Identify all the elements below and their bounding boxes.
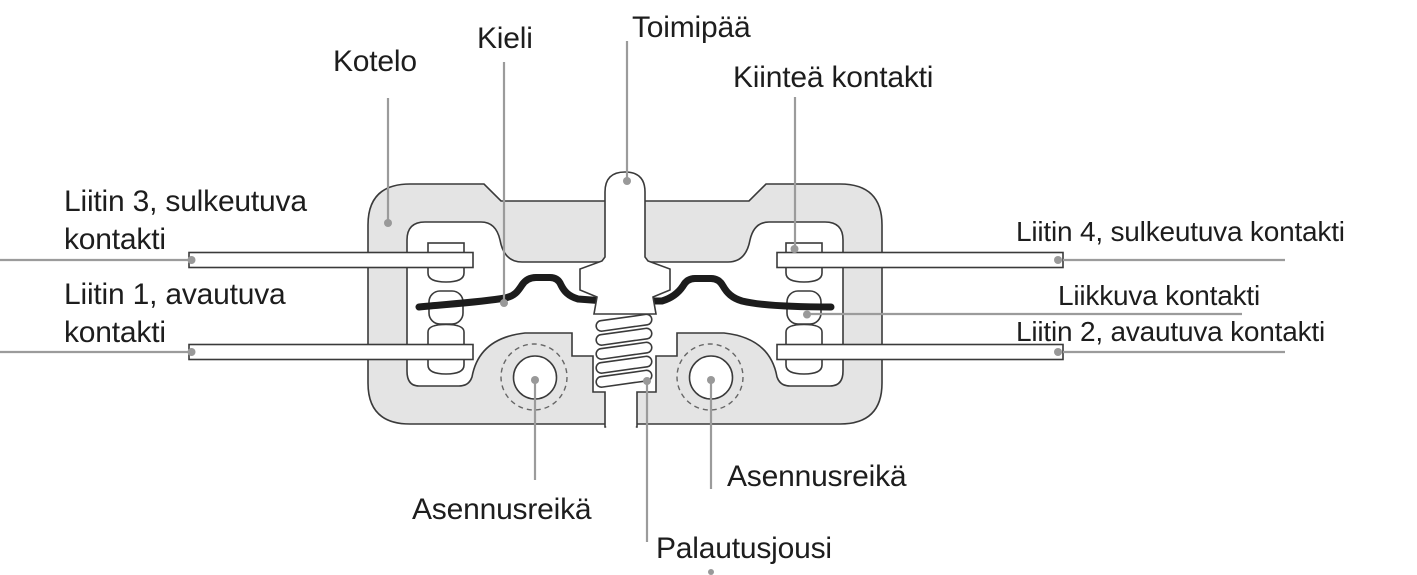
leader-lines [0,41,1285,575]
terminal-strip-1 [188,343,474,361]
leader-dot-kieli [500,299,508,307]
terminal-strip-4 [776,251,1064,269]
leader-dot-liitin3 [187,256,196,264]
contact-flange-upper [427,265,465,283]
return-spring [595,313,653,388]
leader-dot-asennusreika-left [531,376,539,384]
label-liitin3-line1: Liitin 3, sulkeutuva [64,185,307,218]
leader-dot-liitin1 [187,348,196,356]
label-kieli: Kieli [477,22,533,55]
label-palautusjousi: Palautusjousi [656,532,832,565]
leader-dot-liitin4 [1054,256,1062,264]
leader-dot-kotelo [384,219,392,227]
leader-dot-liikkuva-kontakti [803,310,811,319]
leader-dot-kiintea-kontakti [790,245,799,253]
label-asennusreika-left: Asennusreikä [412,493,592,526]
contact-flange-lower [427,357,465,375]
actuator-plunger [579,171,671,315]
leader-dot-liitin2 [1054,348,1062,356]
terminal-strip-3 [188,251,474,269]
mounting-hole-left-dashed-ring [500,343,568,411]
leader-dot-toimipaa [623,177,631,185]
leader-stub-bottom-edge [708,569,714,575]
label-liitin1-line2: kontakti [64,316,166,349]
label-kiintea-kontakti: Kiinteä kontakti [733,61,933,94]
leader-dot-palautusjousi [643,377,651,385]
label-toimipaa: Toimipää [632,11,751,44]
label-liitin2: Liitin 2, avautuva kontakti [1016,316,1325,347]
contact-nut-bottom [427,323,465,347]
label-liitin1-line1: Liitin 1, avautuva [64,278,286,311]
label-liitin3-line2: kontakti [64,223,166,256]
label-liikkuva-kontakti: Liikkuva kontakti [1058,280,1260,311]
mounting-hole-right-dashed-ring [676,343,744,411]
pin-slot-gap [606,425,636,430]
label-kotelo: Kotelo [333,45,417,78]
leader-dot-asennusreika-right [707,376,715,384]
label-asennusreika-right: Asennusreikä [727,460,907,493]
label-liitin4: Liitin 4, sulkeutuva kontakti [1016,216,1345,247]
